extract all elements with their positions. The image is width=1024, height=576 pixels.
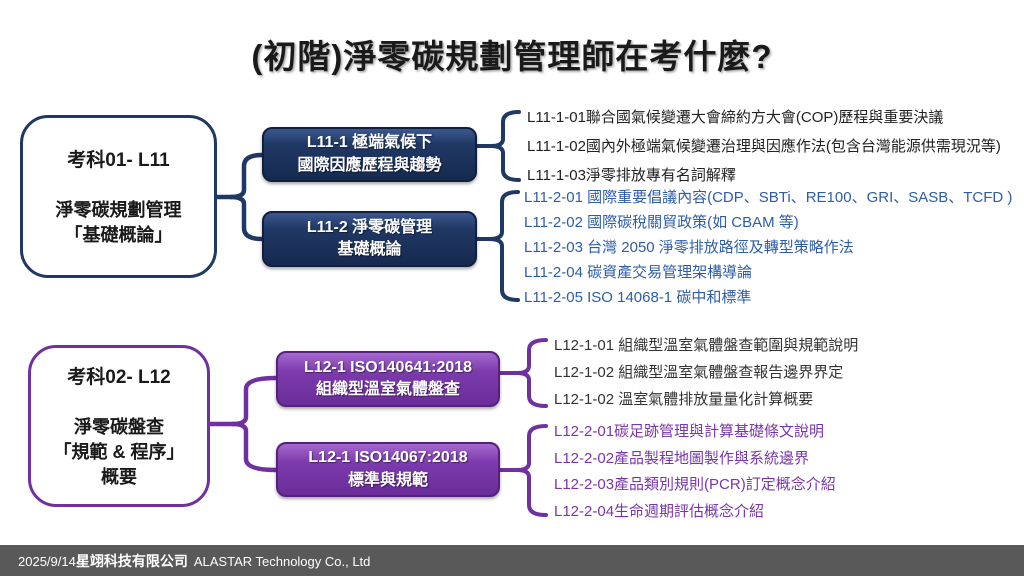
exam1-card: 考科01- L11 淨零碳規劃管理 「基礎概論」: [20, 115, 217, 278]
footer-text: 2025/9/14星翊科技有限公司 ALASTAR Technology Co.,…: [18, 551, 370, 571]
brace-exam2: [207, 375, 279, 473]
module-pill-l11-2: L11-2 淨零碳管理 基礎概論: [262, 211, 477, 267]
exam2-name: 淨零碳盤查 「規範 & 程序」 概要: [53, 415, 184, 491]
topic-line: L12-2-03產品類別規則(PCR)訂定概念介紹: [554, 476, 836, 493]
exam2-name-line1: 淨零碳盤查: [73, 416, 164, 437]
module-l12-1-title-line2: 組織型溫室氣體盤查: [315, 381, 460, 398]
module-l11-1-title-line1: L11-1 極端氣候下: [306, 134, 433, 152]
topic-list-l11-2: L11-2-01 國際重要倡議內容(CDP、SBTi、RE100、GRI、SAS…: [524, 185, 1012, 310]
topic-list-l12-1: L12-1-01 組織型溫室氣體盤查範圍與規範說明 L12-1-02 組織型溫室…: [554, 332, 858, 413]
topic-list-l12-2: L12-2-01碳足跡管理與計算基礎條文說明 L12-2-02產品製程地圖製作與…: [554, 419, 836, 525]
topic-line: L11-2-05 ISO 14068-1 碳中和標準: [524, 289, 752, 306]
brace-l11-1-topics: [475, 110, 521, 182]
brace-exam1: [213, 152, 265, 242]
topic-line: L11-2-01 國際重要倡議內容(CDP、SBTi、RE100、GRI、SAS…: [524, 189, 1013, 206]
module-l12-1-title-line1: L12-1 ISO140641:2018: [303, 358, 473, 376]
exam2-name-line3: 概要: [100, 467, 137, 488]
module-l12-2-title-line2: 標準與規範: [347, 471, 428, 489]
exam1-code: 考科01- L11: [67, 149, 170, 171]
exam2-name-line2: 「規範 & 程序」: [53, 441, 185, 462]
topic-line: L11-1-01聯合國氣候變遷大會締約方大會(COP)歷程與重要決議: [527, 109, 944, 126]
topic-line: L12-1-02 溫室氣體排放量量化計算概要: [554, 391, 814, 408]
exam1-name: 淨零碳規劃管理 「基礎概論」: [56, 198, 182, 248]
module-l11-1-title-line2: 國際因應歷程與趨勢: [297, 156, 442, 174]
footer-company-en: ALASTAR Technology Co., Ltd: [193, 553, 371, 569]
topic-line: L12-2-02產品製程地圖製作與系統邊界: [554, 449, 810, 467]
module-l11-2-title-line2: 基礎概論: [337, 241, 402, 258]
exam2-card: 考科02- L12 淨零碳盤查 「規範 & 程序」 概要: [28, 345, 210, 507]
footer-bar: 2025/9/14星翊科技有限公司 ALASTAR Technology Co.,…: [0, 545, 1024, 576]
topic-line: L11-2-02 國際碳稅關貿政策(如 CBAM 等): [524, 214, 799, 231]
topic-line: L12-1-01 組織型溫室氣體盤查範圍與規範說明: [554, 337, 859, 354]
exam1-name-line2: 「基礎概論」: [64, 225, 173, 245]
module-l11-2-title-line1: L11-2 淨零碳管理: [306, 218, 433, 236]
footer-company-zh: 星翊科技有限公司: [75, 552, 188, 569]
topic-line: L11-2-03 台灣 2050 淨零排放路徑及轉型策略作法: [524, 239, 854, 256]
brace-l11-2-topics: [475, 190, 520, 302]
exam1-name-line1: 淨零碳規劃管理: [55, 199, 182, 220]
topic-list-l11-1: L11-1-01聯合國氣候變遷大會締約方大會(COP)歷程與重要決議 L11-1…: [527, 103, 1001, 190]
brace-l12-2-topics: [498, 424, 548, 517]
topic-line: L11-1-02國內外極端氣候變遷治理與因應作法(包含台灣能源供需現況等): [527, 138, 1001, 155]
exam2-code: 考科02- L12: [67, 366, 171, 388]
page-title: (初階)淨零碳規劃管理師在考什麼?: [251, 38, 773, 75]
footer-date: 2025/9/14: [18, 553, 76, 569]
topic-line: L12-2-04生命週期評估概念介紹: [554, 502, 765, 520]
topic-line: L11-1-03淨零排放專有名詞解釋: [527, 167, 736, 184]
topic-line: L12-1-02 組織型溫室氣體盤查報告邊界界定: [554, 364, 844, 381]
module-pill-l12-1: L12-1 ISO140641:2018 組織型溫室氣體盤查: [276, 351, 500, 407]
module-pill-l11-1: L11-1 極端氣候下 國際因應歷程與趨勢: [262, 127, 477, 182]
module-pill-l12-2: L12-1 ISO14067:2018 標準與規範: [276, 442, 500, 497]
brace-l12-1-topics: [498, 338, 548, 408]
module-l12-2-title-line1: L12-1 ISO14067:2018: [308, 449, 468, 467]
topic-line: L11-2-04 碳資產交易管理架構導論: [524, 264, 753, 281]
topic-line: L12-2-01碳足跡管理與計算基礎條文說明: [554, 423, 825, 440]
